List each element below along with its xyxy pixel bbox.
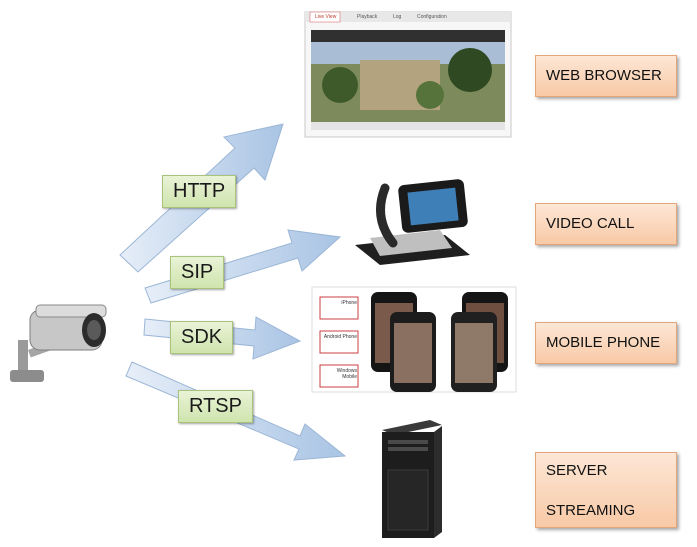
server-label-line2: STREAMING (546, 502, 636, 519)
platform-label-android: Android Phone (323, 334, 357, 340)
server-tower-icon (382, 420, 442, 538)
protocol-label-http: HTTP (162, 175, 237, 208)
tab-log: Log (393, 14, 402, 20)
target-label-web-browser: WEB BROWSER (535, 55, 677, 97)
target-label-mobile-phone: MOBILE PHONE (535, 322, 677, 364)
protocol-label-sdk: SDK (170, 321, 234, 354)
web-browser-screenshot (304, 11, 512, 138)
browser-tab-bar: Live View Playback Log Configuration (310, 12, 510, 22)
tab-configuration: Configuration (417, 14, 447, 20)
platform-label-windows: Windows Mobile (336, 368, 357, 380)
tab-live-view: Live View (315, 14, 337, 20)
tab-playback: Playback (357, 14, 378, 20)
video-phone-icon (355, 179, 470, 265)
mobile-phones-panel (311, 286, 517, 393)
target-label-server-streaming: SERVER STREAMING (535, 452, 677, 528)
ip-camera-icon (10, 304, 107, 382)
platform-label-iphone: iPhone (341, 300, 357, 306)
target-label-video-call: VIDEO CALL (535, 203, 677, 245)
protocol-label-sip: SIP (170, 256, 225, 289)
protocol-label-rtsp: RTSP (178, 390, 253, 423)
server-label-line1: SERVER (546, 462, 608, 479)
